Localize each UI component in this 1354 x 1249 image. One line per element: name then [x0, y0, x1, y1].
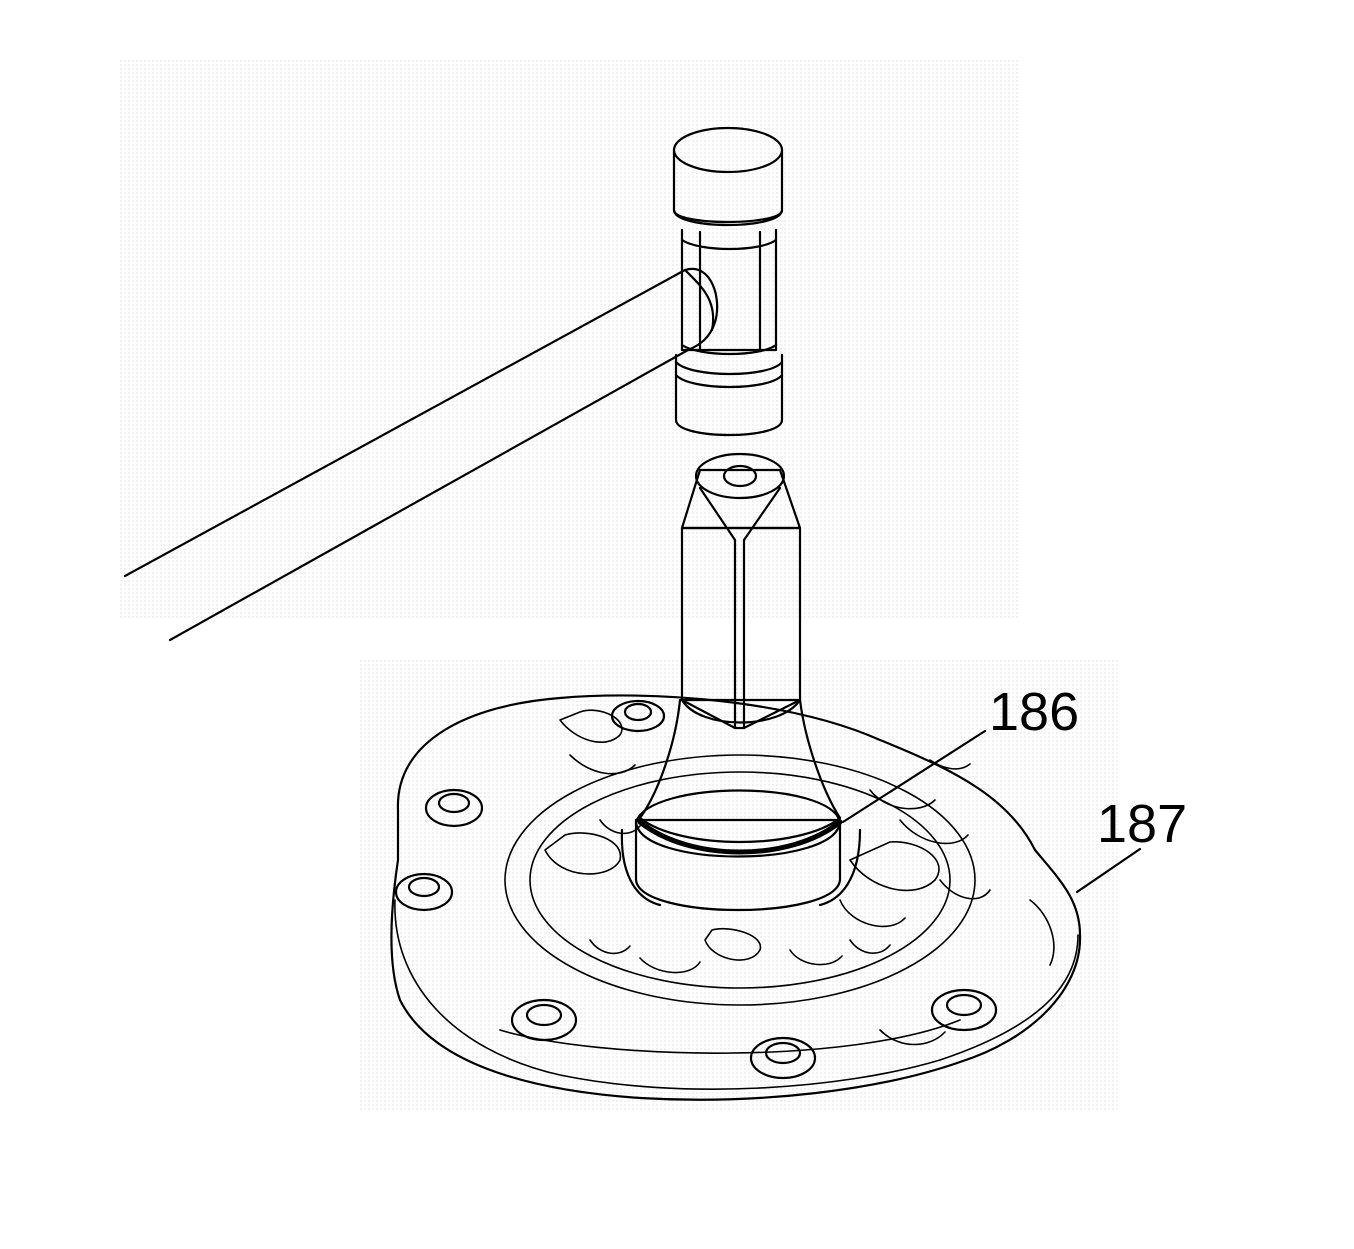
leader-line-187	[1075, 847, 1142, 894]
leader-lines	[841, 729, 1142, 894]
hammer-head	[672, 126, 784, 437]
callout-187: 187	[1097, 794, 1187, 854]
callout-186: 186	[989, 682, 1079, 742]
passage-details	[544, 709, 1055, 1046]
stipple-background	[120, 60, 1120, 1110]
leader-line-186	[841, 729, 987, 824]
base-plate	[390, 694, 1082, 1101]
bolt-bosses	[394, 699, 998, 1080]
installer-tool	[620, 452, 862, 911]
